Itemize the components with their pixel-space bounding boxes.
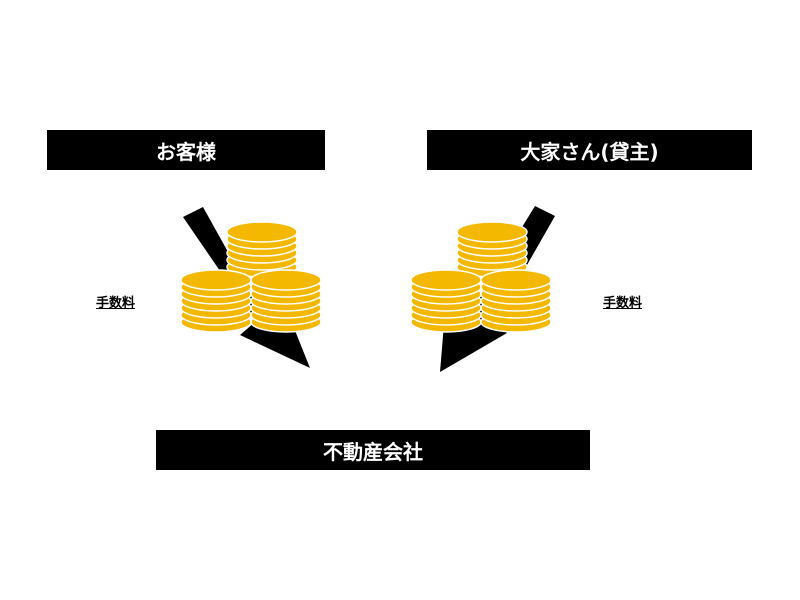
coin: [456, 221, 528, 243]
customer-label: お客様: [156, 139, 216, 164]
coin: [480, 269, 552, 291]
gold-coin-stack-icon: [180, 221, 322, 333]
fee-label-right: 手数料: [603, 296, 643, 311]
coin: [410, 269, 482, 291]
coin: [250, 269, 322, 291]
coin: [226, 221, 298, 243]
fee-label-left: 手数料: [96, 296, 136, 311]
gold-coin-stack-icon: [410, 221, 552, 333]
customer-box: お客様: [47, 130, 325, 170]
landlord-label: 大家さん(貸主): [520, 139, 659, 164]
coin: [180, 269, 252, 291]
real-estate-agency-box: 不動産会社: [156, 430, 590, 470]
landlord-box: 大家さん(貸主): [427, 130, 752, 170]
agency-label: 不動産会社: [323, 439, 423, 464]
